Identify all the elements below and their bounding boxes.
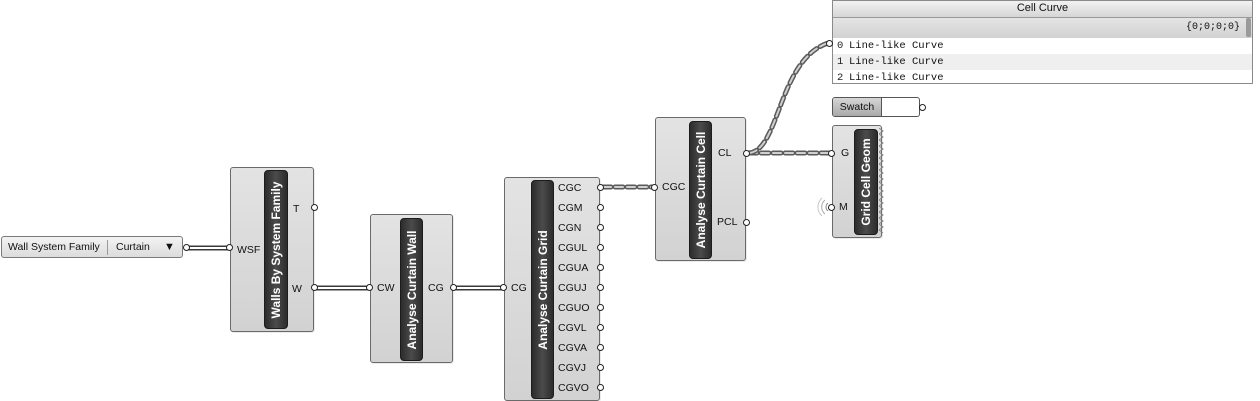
output-cgn-label: CGN bbox=[558, 222, 582, 234]
value-list-name: Wall System Family bbox=[8, 241, 100, 253]
output-t-label: T bbox=[293, 203, 300, 215]
cell-curve-panel[interactable]: Cell Curve {0;0;0;0} 0 Line-like Curve 1… bbox=[832, 0, 1253, 84]
panel-row-value: Line-like Curve bbox=[849, 40, 944, 52]
input-cg-label: CG bbox=[511, 282, 527, 294]
output-cgva-label: CGVA bbox=[558, 342, 587, 354]
output-cgvl-grip[interactable] bbox=[597, 324, 604, 331]
output-cgc-label: CGC bbox=[558, 182, 582, 194]
walls-by-system-family-component[interactable]: WSF Walls By System Family T W bbox=[230, 167, 314, 332]
input-cw-label: CW bbox=[377, 282, 395, 294]
panel-row-value: Line-like Curve bbox=[849, 72, 944, 84]
triangle-down-icon[interactable]: ▼ bbox=[164, 241, 175, 253]
input-cw-grip[interactable] bbox=[366, 284, 373, 291]
value-list-selected-value: Curtain bbox=[116, 241, 150, 253]
output-cgva-grip[interactable] bbox=[597, 344, 604, 351]
component-title: Analyse Curtain Cell bbox=[693, 131, 708, 249]
output-cgul-grip[interactable] bbox=[597, 244, 604, 251]
input-wsf-grip[interactable] bbox=[226, 244, 233, 251]
output-cguo-grip[interactable] bbox=[597, 304, 604, 311]
panel-row-index: 0 bbox=[837, 40, 844, 52]
output-cguo-label: CGUO bbox=[558, 302, 590, 314]
output-cgn-grip[interactable] bbox=[597, 224, 604, 231]
output-t-grip[interactable] bbox=[311, 204, 318, 211]
component-title-bar: Walls By System Family bbox=[264, 170, 288, 329]
input-cg-grip[interactable] bbox=[500, 284, 507, 291]
input-m-grip[interactable] bbox=[828, 204, 835, 211]
output-pcl-label: PCL bbox=[717, 216, 738, 228]
analyse-curtain-cell-component[interactable]: CGC Analyse Curtain Cell CL PCL bbox=[655, 117, 746, 261]
output-cgul-label: CGUL bbox=[558, 242, 588, 254]
output-cg-grip[interactable] bbox=[450, 284, 457, 291]
no-output-zigzag-icon bbox=[879, 128, 884, 234]
output-cl-label: CL bbox=[718, 147, 732, 159]
output-cgvj-grip[interactable] bbox=[597, 364, 604, 371]
panel-title: Cell Curve bbox=[833, 1, 1252, 18]
wall-system-family-value-list[interactable]: Wall System Family Curtain ▼ bbox=[1, 236, 183, 258]
output-cg-label: CG bbox=[428, 282, 444, 294]
output-cgvo-grip[interactable] bbox=[597, 384, 604, 391]
component-title-bar: Analyse Curtain Grid bbox=[531, 180, 554, 399]
analyse-curtain-grid-component[interactable]: CG Analyse Curtain Grid CGC CGM CGN CGUL… bbox=[504, 177, 600, 401]
input-cgc-label: CGC bbox=[662, 181, 686, 193]
panel-row-index: 1 bbox=[837, 56, 844, 68]
swatch-label: Swatch bbox=[833, 98, 882, 116]
component-title-bar: Analyse Curtain Wall bbox=[400, 218, 423, 361]
swatch-component[interactable]: Swatch bbox=[832, 97, 920, 117]
component-title: Grid Cell Geom bbox=[859, 138, 873, 226]
output-w-grip[interactable] bbox=[311, 284, 318, 291]
wire-cl-to-panel[interactable] bbox=[746, 40, 831, 156]
panel-row: 0 Line-like Curve bbox=[833, 38, 1252, 54]
component-title-bar: Analyse Curtain Cell bbox=[689, 121, 712, 259]
output-pcl-grip[interactable] bbox=[743, 219, 750, 226]
output-cgvo-label: CGVO bbox=[558, 382, 589, 394]
input-m-label: M bbox=[839, 201, 848, 213]
component-title: Walls By System Family bbox=[269, 181, 283, 318]
output-cgvl-label: CGVL bbox=[558, 322, 587, 334]
value-list-output-grip[interactable] bbox=[183, 244, 190, 251]
panel-row-index: 2 bbox=[837, 72, 844, 84]
output-cl-grip[interactable] bbox=[743, 150, 750, 157]
input-cgc-grip[interactable] bbox=[651, 184, 658, 191]
component-title-bar: Grid Cell Geom bbox=[854, 129, 878, 235]
output-cgm-label: CGM bbox=[558, 202, 583, 214]
panel-path-header: {0;0;0;0} bbox=[833, 18, 1252, 38]
input-g-grip[interactable] bbox=[828, 150, 835, 157]
input-wsf-label: WSF bbox=[237, 244, 261, 256]
panel-scrollbar[interactable] bbox=[1246, 18, 1251, 37]
output-cgvj-label: CGVJ bbox=[558, 362, 587, 374]
wireless-receiver-icon bbox=[817, 197, 829, 217]
output-w-label: W bbox=[292, 283, 302, 295]
panel-path: {0;0;0;0} bbox=[1185, 22, 1240, 33]
output-cgc-grip[interactable] bbox=[597, 184, 604, 191]
analyse-curtain-wall-component[interactable]: CW Analyse Curtain Wall CG bbox=[370, 214, 453, 363]
output-cguj-label: CGUJ bbox=[558, 282, 587, 294]
output-cgua-label: CGUA bbox=[558, 262, 589, 274]
output-cgm-grip[interactable] bbox=[597, 204, 604, 211]
output-cguj-grip[interactable] bbox=[597, 284, 604, 291]
value-list-divider bbox=[107, 240, 108, 255]
input-g-label: G bbox=[841, 147, 850, 159]
panel-row-value: Line-like Curve bbox=[849, 56, 944, 68]
output-cgua-grip[interactable] bbox=[597, 264, 604, 271]
component-title: Analyse Curtain Grid bbox=[535, 229, 550, 350]
panel-input-grip[interactable] bbox=[826, 40, 833, 47]
panel-row: 2 Line-like Curve bbox=[833, 70, 1252, 86]
swatch-output-grip[interactable] bbox=[919, 104, 926, 111]
panel-row: 1 Line-like Curve bbox=[833, 54, 1252, 70]
grid-cell-geom-component[interactable]: G M Grid Cell Geom bbox=[832, 125, 882, 238]
component-title: Analyse Curtain Wall bbox=[404, 230, 419, 349]
